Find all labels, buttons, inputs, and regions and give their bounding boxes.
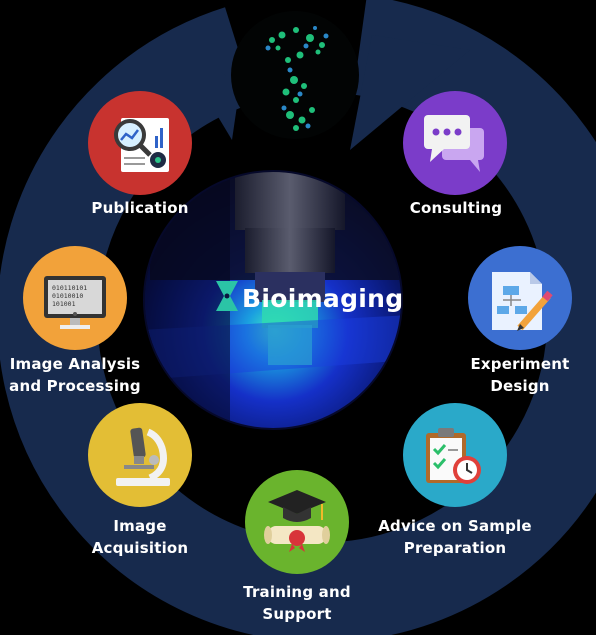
label-line: Design <box>490 377 550 395</box>
image-analysis-step[interactable]: 010110101 01010010 101001 <box>23 246 127 350</box>
binary-monitor-icon: 010110101 01010010 101001 <box>44 276 106 329</box>
monitor-code-line-2: 01010010 <box>52 292 83 300</box>
publication-label[interactable]: Publication <box>80 197 200 219</box>
image-analysis-label[interactable]: Image Analysis and Processing <box>5 353 145 397</box>
label-line: Image Analysis <box>9 355 141 373</box>
advice-sample-prep-step[interactable] <box>403 403 507 507</box>
ring-arrowhead <box>350 35 470 150</box>
center-microscope-photo <box>143 170 403 430</box>
label-line: Consulting <box>409 199 503 217</box>
label-line: Preparation <box>403 539 507 557</box>
advice-sample-prep-label[interactable]: Advice on Sample Preparation <box>375 515 535 559</box>
experiment-design-step[interactable] <box>468 246 572 350</box>
cell-microscopy-image <box>231 11 359 139</box>
label-line: Publication <box>91 199 189 217</box>
label-line: Experiment <box>470 355 570 373</box>
label-line: Advice on Sample <box>378 517 532 535</box>
image-acquisition-label[interactable]: Image Acquisition <box>80 515 200 559</box>
label-line: Acquisition <box>91 539 189 557</box>
graduation-diploma-icon <box>264 490 330 552</box>
monitor-code-line-1: 010110101 <box>52 284 87 292</box>
microscope-icon <box>116 427 170 486</box>
magnifier-report-icon <box>114 118 169 172</box>
bioimaging-logo-icon <box>216 281 238 311</box>
chat-bubbles-icon <box>424 115 484 172</box>
monitor-code-line-3: 101001 <box>52 300 76 308</box>
training-support-label[interactable]: Training and Support <box>227 581 367 625</box>
center-title: Bioimaging <box>242 284 404 313</box>
label-line: Image <box>113 517 167 535</box>
training-support-step[interactable] <box>245 470 349 574</box>
consulting-step[interactable] <box>403 91 507 195</box>
label-line: Training and <box>243 583 351 601</box>
steps: 010110101 01010010 101001 <box>23 91 572 574</box>
publication-step[interactable] <box>88 91 192 195</box>
label-line: Support <box>262 605 332 623</box>
flowchart-document-icon <box>492 272 553 331</box>
label-line: and Processing <box>9 377 141 395</box>
clipboard-clock-icon <box>426 428 481 484</box>
image-acquisition-step[interactable] <box>88 403 192 507</box>
ring-arrowtail <box>205 70 240 140</box>
experiment-design-label[interactable]: Experiment Design <box>460 353 580 397</box>
consulting-label[interactable]: Consulting <box>396 197 516 219</box>
